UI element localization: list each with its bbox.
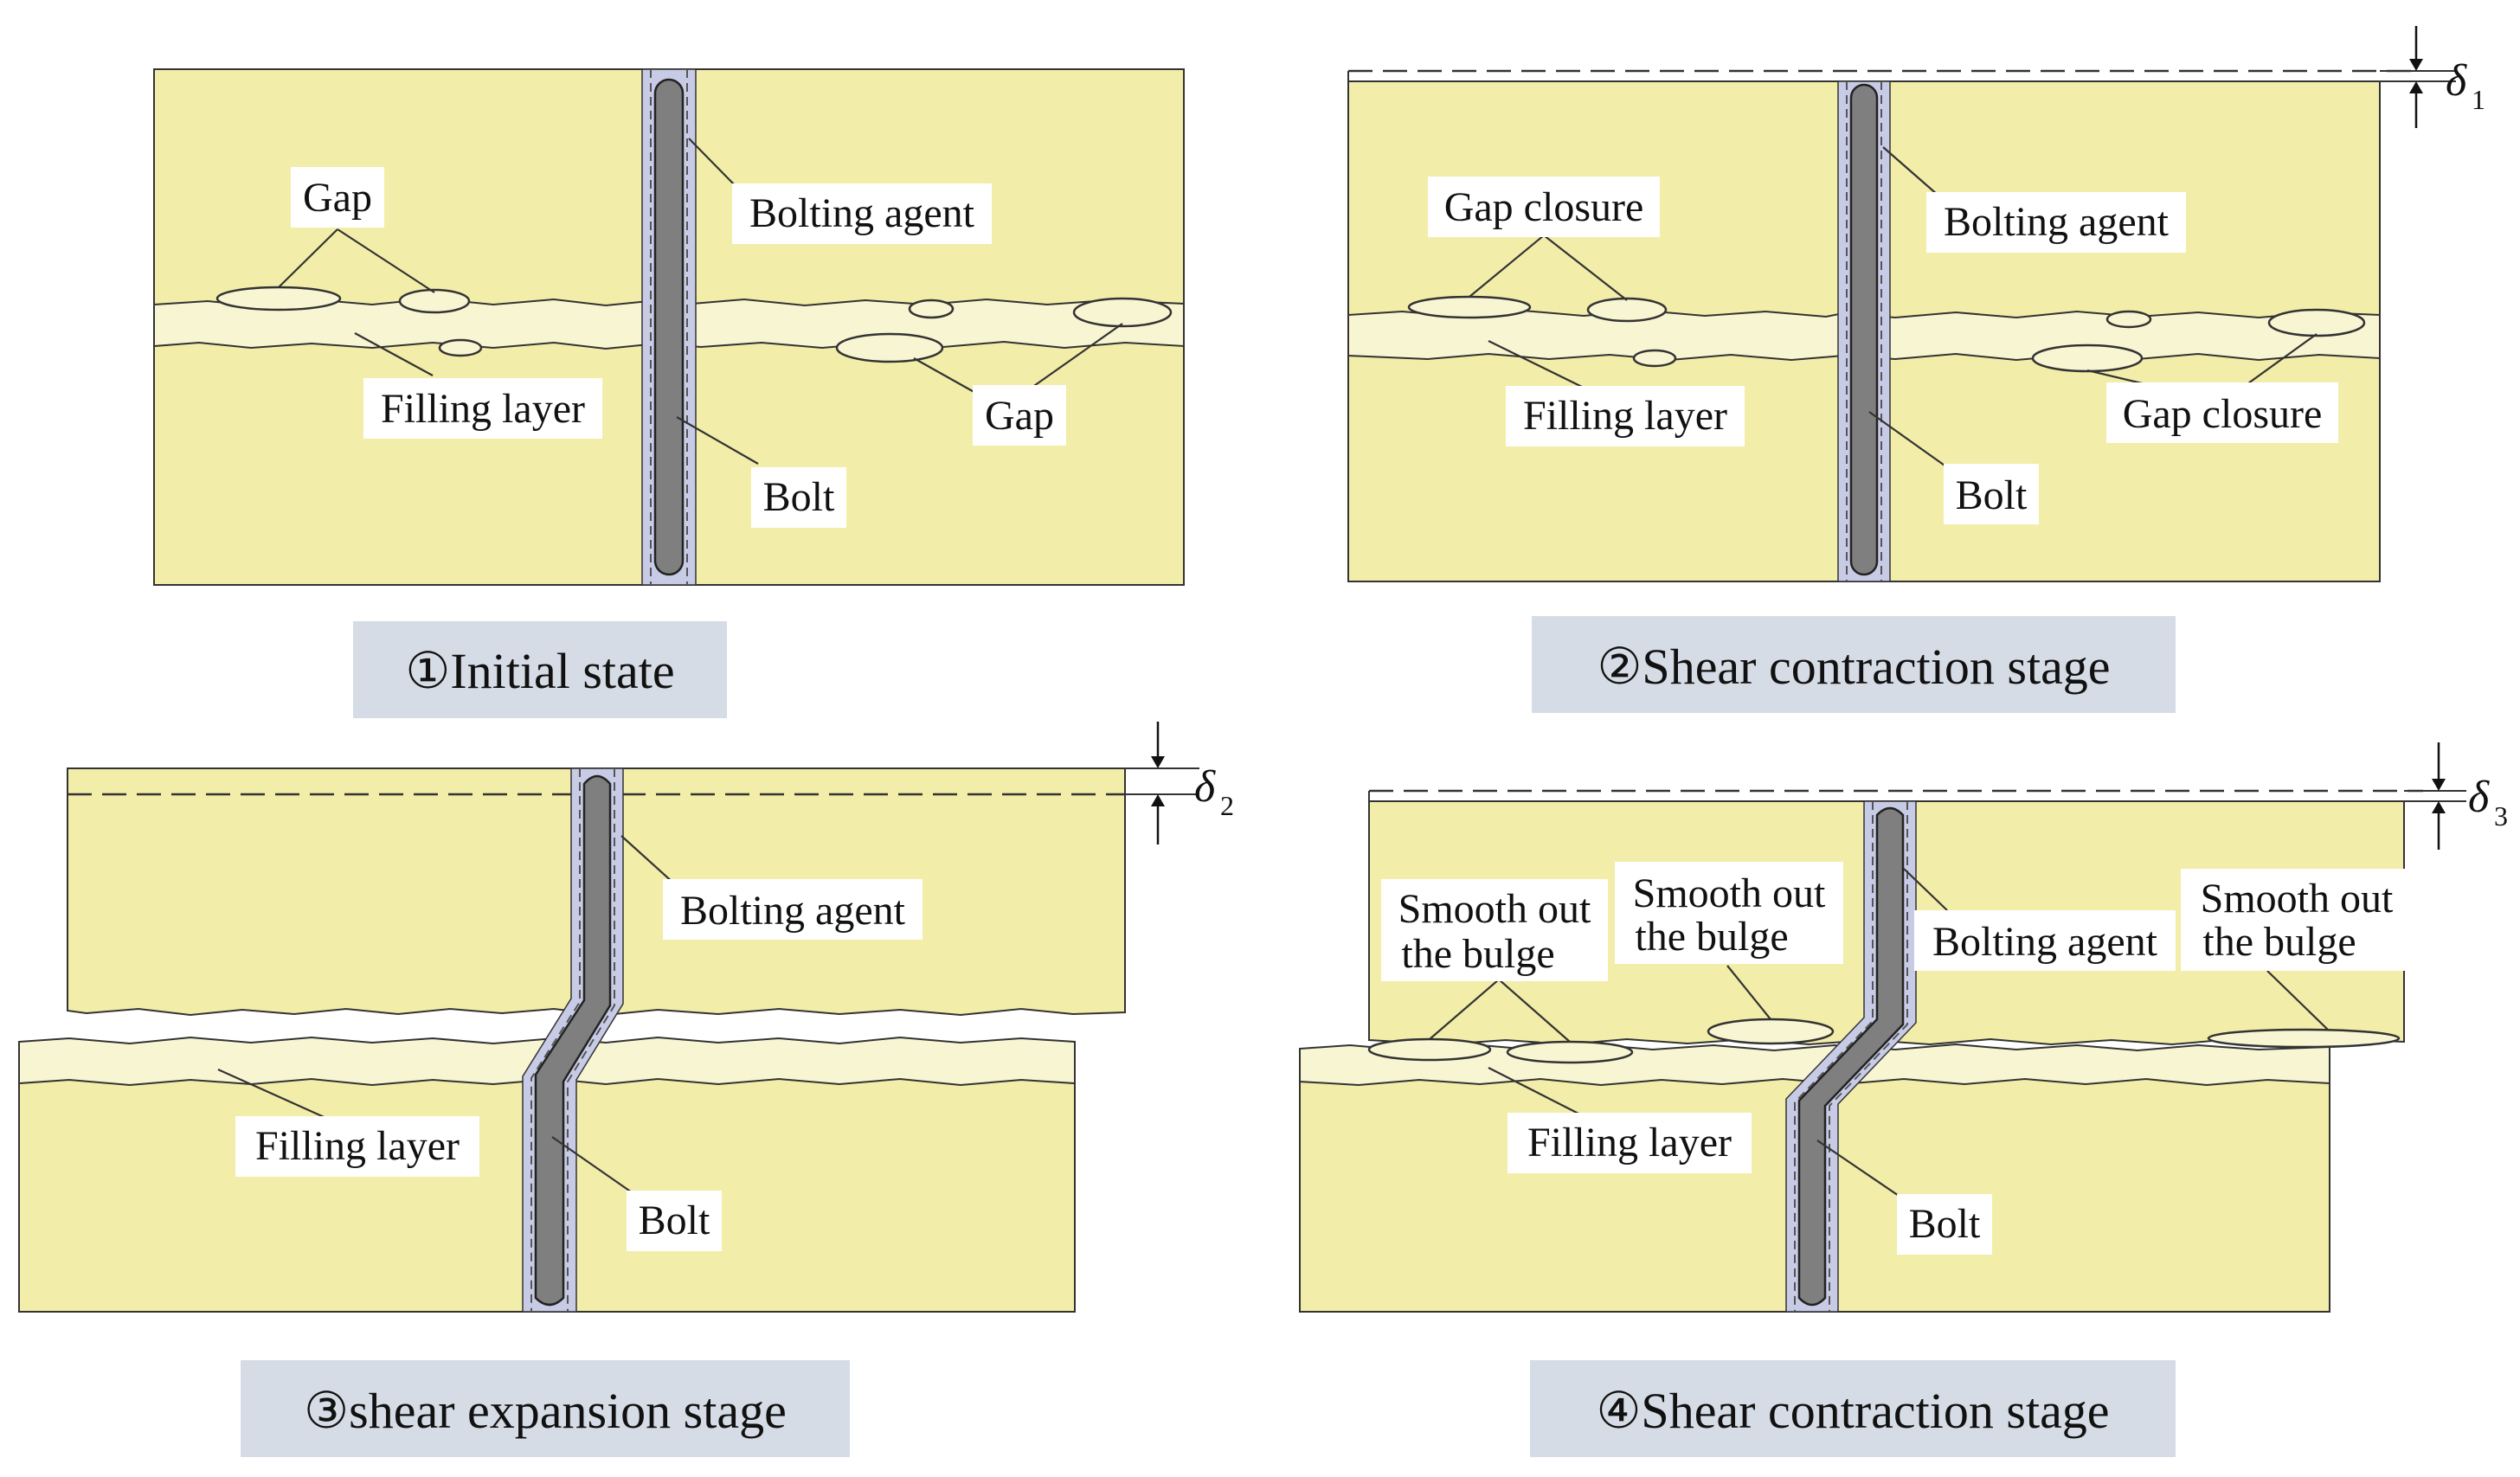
label-box [291, 167, 384, 228]
displacement-delta-3: δ 3 [2404, 742, 2508, 850]
label-box [1428, 177, 1660, 237]
delta-symbol: δ [2446, 56, 2467, 106]
caption-box [1530, 1360, 2176, 1457]
caption-shear-contraction: ④Shear contraction stage [1596, 1383, 2109, 1439]
flattened-bulge [1367, 1037, 1492, 1062]
gap-ellipse [908, 299, 955, 319]
gap-ellipse [2031, 344, 2144, 373]
label-smooth-out-line1: Smooth out [2201, 876, 2394, 922]
delta-subscript: 1 [2472, 84, 2485, 115]
label-smooth-out-line1: Smooth out [1398, 886, 1591, 932]
label-box [1914, 910, 2176, 971]
label-box [1926, 192, 2186, 253]
label-box [1897, 1194, 1992, 1255]
label-box [1508, 1113, 1752, 1173]
label-bolting-agent: Bolting agent [749, 190, 975, 236]
delta-symbol: δ [1194, 762, 1216, 812]
label-box [627, 1191, 722, 1251]
gap-ellipse [215, 286, 342, 311]
panel-shear-expansion: δ 2 Bolting agent Filling layer Bolt ③sh… [18, 722, 1234, 1457]
label-box [235, 1116, 479, 1177]
gap-ellipse [438, 338, 483, 357]
flattened-bulge [1707, 1018, 1835, 1045]
bolt [534, 774, 612, 1307]
caption-shear-contraction: ②Shear contraction stage [1597, 639, 2110, 695]
bolt [1797, 806, 1905, 1307]
label-the-bulge-line2: the bulge [1635, 914, 1788, 960]
gap-ellipse [1586, 297, 1668, 323]
label-bolt: Bolt [639, 1198, 710, 1243]
label-bolt: Bolt [763, 474, 835, 520]
flattened-bulge [2207, 1028, 2401, 1049]
gap-ellipse [1632, 349, 1677, 368]
delta-subscript: 3 [2494, 800, 2508, 832]
label-gap-closure: Gap closure [1444, 184, 1644, 230]
label-bolting-agent: Bolting agent [1932, 919, 2158, 965]
label-box [1506, 386, 1745, 446]
label-smooth-out-line1: Smooth out [1633, 870, 1826, 916]
label-gap: Gap [985, 393, 1054, 439]
panel-initial-state: Gap Bolting agent Filling layer Gap Bolt… [153, 68, 1185, 718]
label-box [751, 467, 846, 528]
caption-box [241, 1360, 850, 1457]
delta-symbol: δ [2468, 773, 2490, 822]
gap-ellipse [2267, 308, 2366, 337]
label-bolt: Bolt [1909, 1201, 1981, 1247]
label-gap-closure: Gap closure [2123, 391, 2323, 437]
gap-ellipse [2105, 310, 2152, 329]
panel-shear-contraction-1: δ 1 Gap closure Bolting agent Filling la… [1347, 26, 2485, 713]
displacement-delta-2: δ 2 [1125, 722, 1234, 844]
label-the-bulge-line2: the bulge [2202, 919, 2356, 965]
label-the-bulge-line2: the bulge [1401, 931, 1554, 977]
label-box [2106, 382, 2338, 443]
caption-shear-expansion: ③shear expansion stage [304, 1383, 787, 1439]
label-box [363, 378, 602, 439]
label-filling-layer: Filling layer [381, 386, 585, 432]
bolt [653, 78, 685, 576]
label-bolt: Bolt [1956, 472, 2028, 518]
panel-shear-contraction-2: δ 3 Smooth out the bulge Smooth out the … [1299, 742, 2508, 1457]
label-box [1944, 464, 2039, 524]
gap-ellipse [398, 288, 471, 314]
label-box [2181, 869, 2413, 971]
flattened-bulge [1506, 1040, 1634, 1064]
caption-box [1532, 616, 2176, 713]
caption-box [353, 621, 727, 718]
label-gap: Gap [303, 175, 372, 221]
label-box [1381, 879, 1608, 981]
label-bolting-agent: Bolting agent [680, 888, 906, 934]
label-filling-layer: Filling layer [255, 1123, 460, 1169]
label-filling-layer: Filling layer [1523, 393, 1727, 439]
gap-ellipse [835, 332, 944, 363]
gap-ellipse [1072, 297, 1173, 328]
bolt [1849, 83, 1879, 576]
caption-initial-state: ①Initial state [405, 643, 674, 699]
label-box [732, 183, 992, 244]
label-bolting-agent: Bolting agent [1944, 199, 2170, 245]
label-filling-layer: Filling layer [1527, 1120, 1732, 1166]
delta-subscript: 2 [1220, 790, 1234, 821]
gap-ellipse [1407, 295, 1532, 319]
label-box [973, 385, 1066, 446]
label-box [1615, 862, 1843, 964]
label-box [663, 879, 922, 940]
displacement-delta-1: δ 1 [2380, 26, 2485, 128]
